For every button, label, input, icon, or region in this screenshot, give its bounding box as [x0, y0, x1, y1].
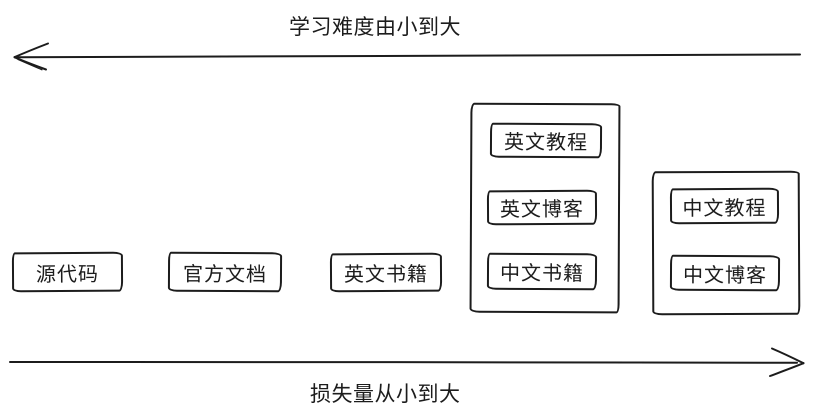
bottom-axis-label: 损失量从小到大 — [310, 383, 461, 406]
node-english-blogs-label: 英文博客 — [499, 198, 585, 222]
left-arrow — [13, 42, 801, 71]
node-chinese-blogs-label: 中文博客 — [682, 264, 768, 287]
node-english-books-label: 英文书籍 — [343, 263, 429, 287]
top-axis-label: 学习难度由小到大 — [289, 16, 461, 39]
node-official-docs: 官方文档 — [167, 251, 283, 293]
node-chinese-books: 中文书籍 — [486, 252, 598, 291]
node-official-docs-label: 官方文档 — [182, 263, 268, 286]
node-english-tutorials: 英文教程 — [489, 122, 603, 159]
node-chinese-blogs: 中文博客 — [669, 254, 781, 292]
node-chinese-tutorials: 中文教程 — [669, 187, 780, 225]
node-english-tutorials-label: 英文教程 — [503, 131, 589, 155]
node-source-code-label: 源代码 — [35, 263, 100, 286]
node-chinese-tutorials-label: 中文教程 — [682, 197, 767, 220]
node-source-code: 源代码 — [11, 251, 124, 293]
node-chinese-books-label: 中文书籍 — [499, 262, 585, 286]
node-english-books: 英文书籍 — [329, 252, 443, 293]
node-english-blogs: 英文博客 — [486, 189, 598, 226]
right-arrow — [9, 347, 805, 377]
